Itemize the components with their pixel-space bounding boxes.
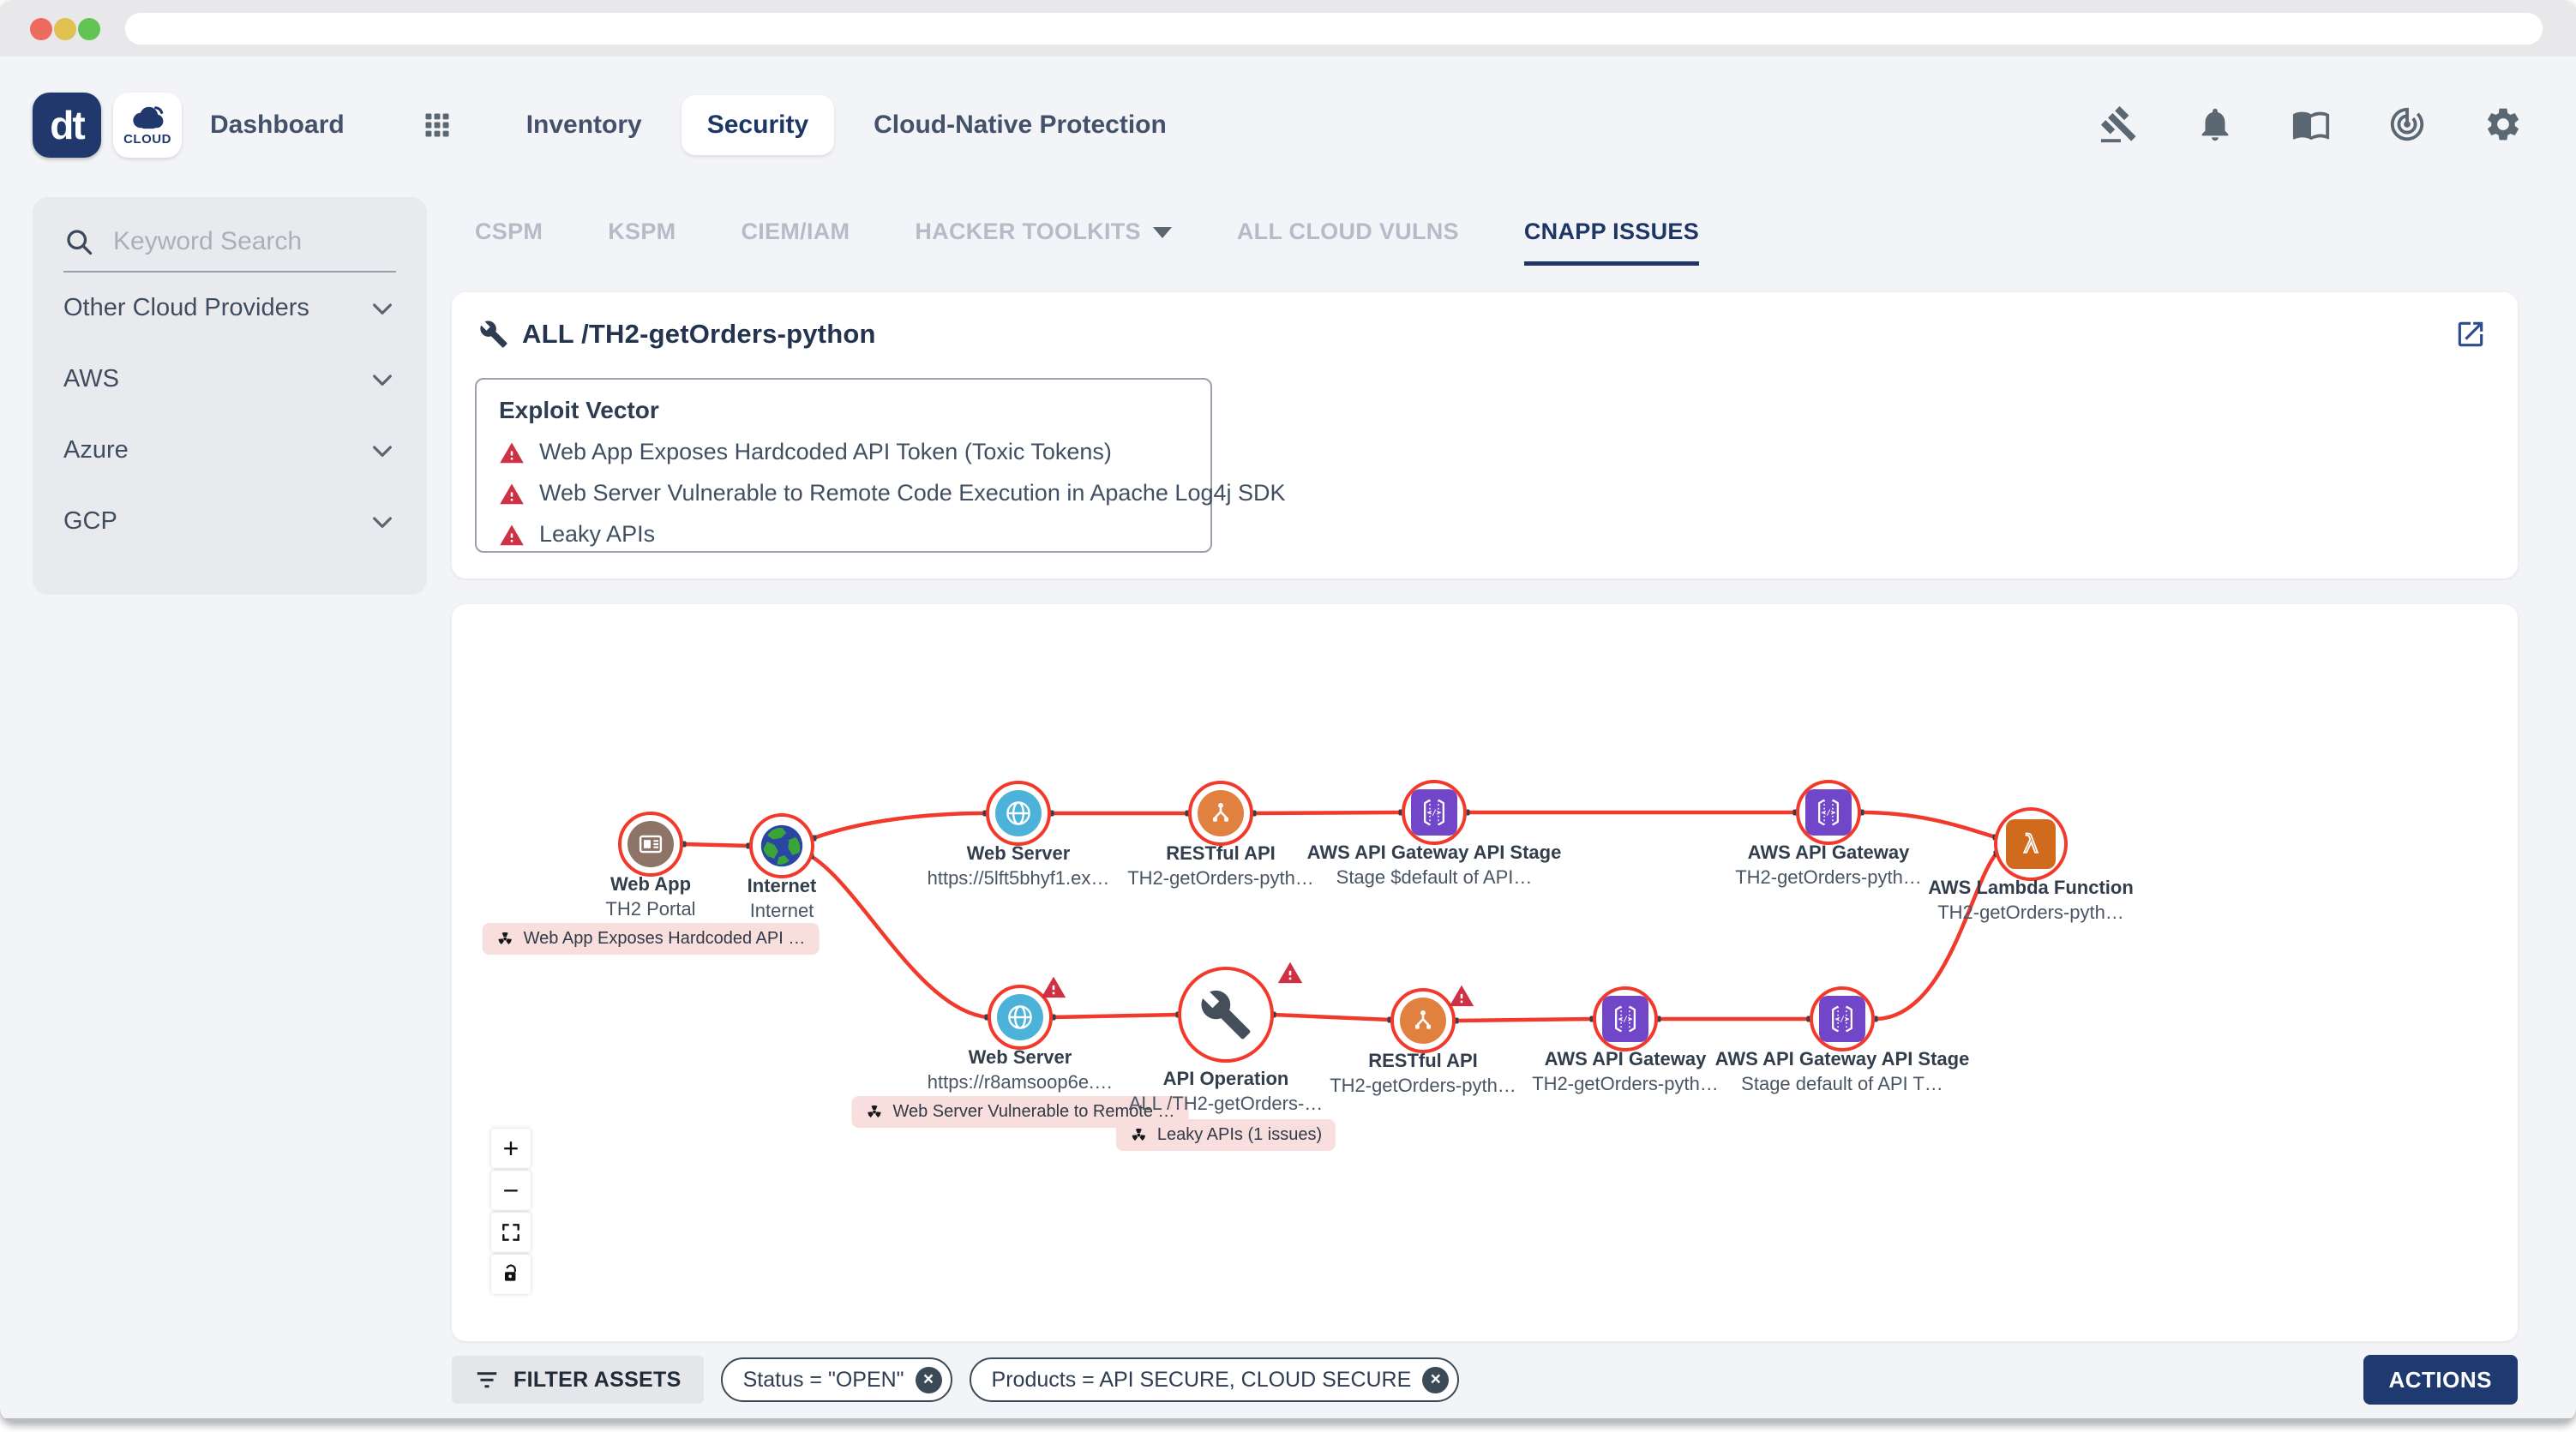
nav-dashboard[interactable]: Dashboard — [210, 111, 345, 139]
sidebar-item-label: AWS — [63, 365, 119, 392]
graph-edges — [680, 809, 2000, 1024]
issue-badge[interactable]: Web App Exposes Hardcoded API … — [482, 923, 820, 955]
zoom-out-button[interactable]: − — [491, 1171, 531, 1210]
sidebar-item-azure[interactable]: Azure — [63, 415, 396, 486]
issue-title: ALL /TH2-getOrders-python — [522, 319, 876, 349]
cloud-badge-label: CLOUD — [123, 131, 171, 147]
actions-button[interactable]: ACTIONS — [2363, 1355, 2518, 1405]
warning-triangle-icon — [499, 482, 525, 506]
filter-chip-status[interactable]: Status = "OPEN" × — [720, 1357, 952, 1402]
sidebar-item-label: GCP — [63, 507, 117, 535]
warning-triangle-icon — [499, 523, 525, 547]
window-titlebar — [0, 0, 2576, 57]
web-server-icon — [1008, 1005, 1032, 1029]
nav-security[interactable]: Security — [681, 95, 835, 155]
sidebar-item-gcp[interactable]: GCP — [63, 486, 396, 557]
filter-assets-button[interactable]: FILTER ASSETS — [452, 1356, 704, 1404]
aws-api-gateway-icon — [1607, 1001, 1643, 1037]
tab-hacker-toolkits[interactable]: HACKER TOOLKITS — [915, 197, 1172, 266]
wrench-icon — [479, 320, 508, 349]
filter-chip-products[interactable]: Products = API SECURE, CLOUD SECURE × — [969, 1357, 1460, 1402]
search-input[interactable] — [113, 227, 396, 256]
web-server-icon — [1006, 801, 1030, 825]
tab-cspm[interactable]: CSPM — [475, 218, 543, 244]
tab-all-cloud-vulns[interactable]: ALL CLOUD VULNS — [1236, 218, 1459, 244]
apps-grid-icon[interactable] — [422, 110, 453, 141]
cloud-icon — [133, 105, 164, 129]
warning-triangle-icon — [1447, 983, 1476, 1010]
documentation-book-icon[interactable] — [2291, 105, 2331, 144]
chevron-down-icon — [369, 508, 396, 536]
exploit-vector-item[interactable]: Web Server Vulnerable to Remote Code Exe… — [499, 480, 1286, 506]
cloud-product-badge[interactable]: CLOUD — [113, 93, 182, 158]
sidebar-item-other-cloud-providers[interactable]: Other Cloud Providers — [63, 273, 396, 344]
close-window-button[interactable] — [30, 18, 52, 40]
issue-title-row: ALL /TH2-getOrders-python — [452, 292, 2518, 351]
top-navigation: Dashboard Inventory Security Cloud-Nativ… — [210, 93, 1167, 158]
web-app-icon — [639, 835, 663, 854]
remove-filter-icon[interactable]: × — [1422, 1366, 1450, 1393]
minimize-window-button[interactable] — [54, 18, 76, 40]
unlock-icon — [504, 1264, 516, 1281]
gavel-icon[interactable] — [2099, 105, 2139, 144]
dropdown-caret-icon — [1152, 226, 1172, 238]
aws-api-gateway-icon — [1416, 794, 1452, 830]
zoom-in-button[interactable]: + — [491, 1129, 531, 1168]
security-tabs: CSPM KSPM CIEM/IAM HACKER TOOLKITS ALL C… — [452, 197, 2518, 266]
chevron-down-icon — [369, 366, 396, 393]
filter-bar: FILTER ASSETS Status = "OPEN" × Products… — [452, 1355, 2518, 1405]
exploit-hazard-icon — [1130, 1126, 1148, 1144]
exploit-vector-heading: Exploit Vector — [499, 397, 659, 423]
issue-card: ALL /TH2-getOrders-python Exploit Vector… — [452, 292, 2518, 578]
aws-api-gateway-icon — [1810, 794, 1846, 830]
search-icon — [63, 226, 94, 257]
restful-api-icon — [1414, 1010, 1432, 1029]
internet-globe-icon — [760, 824, 803, 867]
header-action-icons — [2099, 105, 2523, 144]
api-operation-wrench-icon — [1199, 988, 1252, 1041]
exploit-hazard-icon — [496, 930, 514, 948]
chevron-down-icon — [369, 295, 396, 322]
tab-kspm[interactable]: KSPM — [608, 218, 676, 244]
warning-triangle-icon — [1276, 960, 1305, 986]
zoom-window-button[interactable] — [78, 18, 100, 40]
tab-ciem-iam[interactable]: CIEM/IAM — [741, 218, 850, 244]
nav-inventory[interactable]: Inventory — [525, 111, 642, 139]
chevron-down-icon — [369, 437, 396, 464]
dt-logo: dt — [33, 93, 101, 158]
fit-view-icon — [502, 1224, 519, 1241]
tab-cnapp-issues[interactable]: CNAPP ISSUES — [1523, 197, 1700, 266]
dt-logo-text: dt — [50, 103, 85, 147]
aws-lambda-icon: λ — [2022, 829, 2039, 860]
exploit-vector-item[interactable]: Leaky APIs — [499, 521, 1188, 548]
settings-gear-icon[interactable] — [2483, 105, 2523, 144]
aws-api-gateway-icon — [1824, 1001, 1860, 1037]
sidebar: Other Cloud Providers AWS Azure GCP — [33, 197, 427, 595]
keyword-search — [63, 226, 396, 273]
filter-icon — [477, 1372, 497, 1388]
radar-track-icon[interactable] — [2387, 105, 2427, 144]
open-in-new-icon[interactable] — [2454, 318, 2487, 351]
exploit-hazard-icon — [865, 1103, 883, 1121]
sidebar-item-aws[interactable]: AWS — [63, 344, 396, 415]
exploit-vector-item[interactable]: Web App Exposes Hardcoded API Token (Tox… — [499, 439, 1188, 465]
restful-api-icon — [1212, 802, 1229, 822]
graph-zoom-controls: + − — [491, 1129, 531, 1294]
fit-view-button[interactable] — [491, 1213, 531, 1252]
warning-triangle-icon — [499, 440, 525, 464]
address-bar[interactable] — [125, 13, 2543, 45]
svg-text:λ: λ — [2023, 830, 2038, 859]
warning-triangle-icon — [1039, 974, 1068, 1001]
exploit-vector-panel: Exploit Vector Web App Exposes Hardcoded… — [475, 378, 1286, 553]
window-bottom-edge — [0, 1418, 2576, 1422]
issue-badge[interactable]: Leaky APIs (1 issues) — [1115, 1119, 1336, 1151]
sidebar-item-label: Other Cloud Providers — [63, 294, 309, 321]
sidebar-item-label: Azure — [63, 436, 129, 464]
lock-button[interactable] — [491, 1255, 531, 1294]
nav-cloud-native-protection[interactable]: Cloud-Native Protection — [874, 111, 1167, 139]
remove-filter-icon[interactable]: × — [915, 1366, 942, 1393]
notifications-bell-icon[interactable] — [2195, 105, 2235, 144]
